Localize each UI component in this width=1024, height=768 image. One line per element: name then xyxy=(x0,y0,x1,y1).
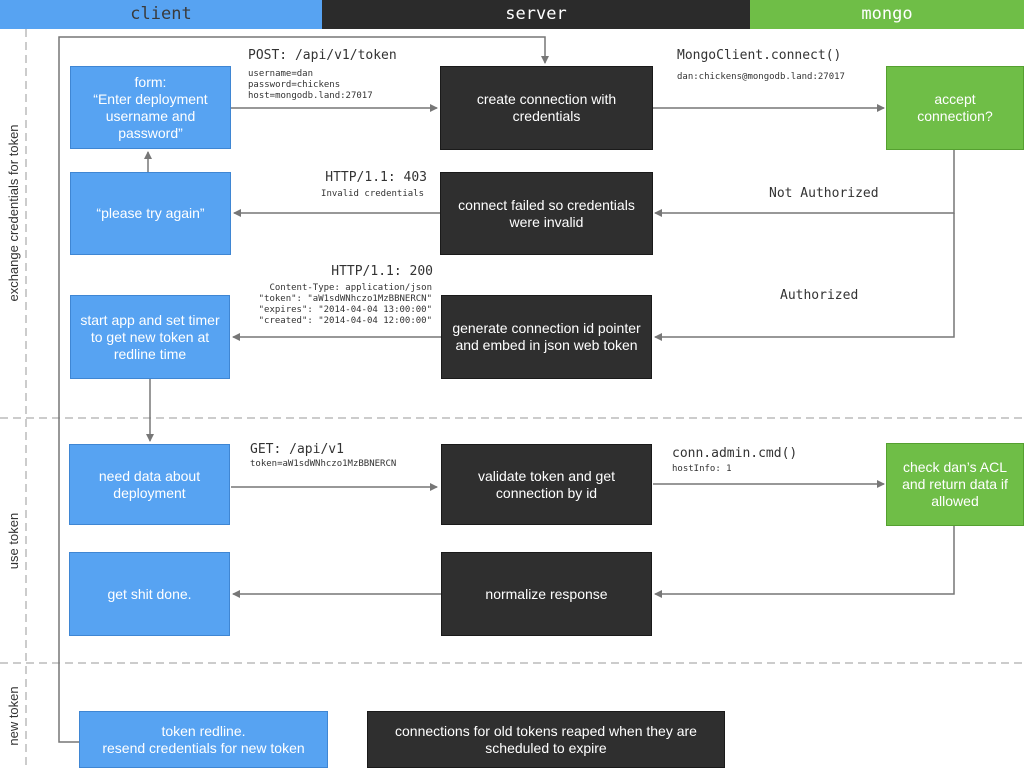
not-authorized-label: Not Authorized xyxy=(769,186,879,201)
please-try-again-box: “please try again” xyxy=(70,172,231,255)
create-connection-box: create connection with credentials xyxy=(440,66,653,150)
accept-connection-box: accept connection? xyxy=(886,66,1024,150)
server-column-header: server xyxy=(322,0,750,29)
lane-label-exchange: exchange credentials for token xyxy=(6,124,21,302)
arrow-acl-to-normalize xyxy=(654,526,955,598)
get-request-label: GET: /api/v1 xyxy=(250,442,344,457)
client-column-header: client xyxy=(0,0,322,29)
mongo-connect-uri: dan:chickens@mongodb.land:27017 xyxy=(677,72,845,82)
lane-label-new-token: new token xyxy=(6,686,21,746)
http-200-label: HTTP/1.1: 200 xyxy=(331,264,433,279)
normalize-response-box: normalize response xyxy=(441,552,652,636)
mongo-connect-label: MongoClient.connect() xyxy=(677,48,842,63)
get-done-box: get shit done. xyxy=(69,552,230,636)
reaped-connections-box: connections for old tokens reaped when t… xyxy=(367,711,725,768)
lane-label-use-token: use token xyxy=(6,512,21,570)
get-request-token: token=aW1sdWNhczo1MzBBNERCN xyxy=(250,459,397,469)
post-request-body: username=dan password=chickens host=mong… xyxy=(248,69,373,101)
arrow-accept-to-generate xyxy=(654,213,955,341)
http-200-body: Content-Type: application/json "token": … xyxy=(258,283,432,326)
need-data-box: need data about deployment xyxy=(69,444,230,525)
arrow-accept-to-failed xyxy=(654,149,955,217)
form-box: form: “Enter deployment username and pas… xyxy=(70,66,231,149)
token-redline-box: token redline. resend credentials for ne… xyxy=(79,711,328,768)
mongo-column-header: mongo xyxy=(750,0,1024,29)
start-app-box: start app and set timer to get new token… xyxy=(70,295,230,379)
arrow-redline-loop xyxy=(58,36,549,743)
authorized-label: Authorized xyxy=(780,288,859,303)
generate-token-box: generate connection id pointer and embed… xyxy=(441,295,652,379)
post-request-label: POST: /api/v1/token xyxy=(248,48,397,63)
connect-failed-box: connect failed so credentials were inval… xyxy=(440,172,653,255)
http-403-label: HTTP/1.1: 403 xyxy=(325,170,427,185)
admin-cmd-label: conn.admin.cmd() xyxy=(672,446,798,461)
admin-cmd-sub: hostInfo: 1 xyxy=(672,464,732,474)
check-acl-box: check dan’s ACL and return data if allow… xyxy=(886,443,1024,526)
http-403-sub: Invalid credentials xyxy=(321,189,424,199)
validate-token-box: validate token and get connection by id xyxy=(441,444,652,525)
